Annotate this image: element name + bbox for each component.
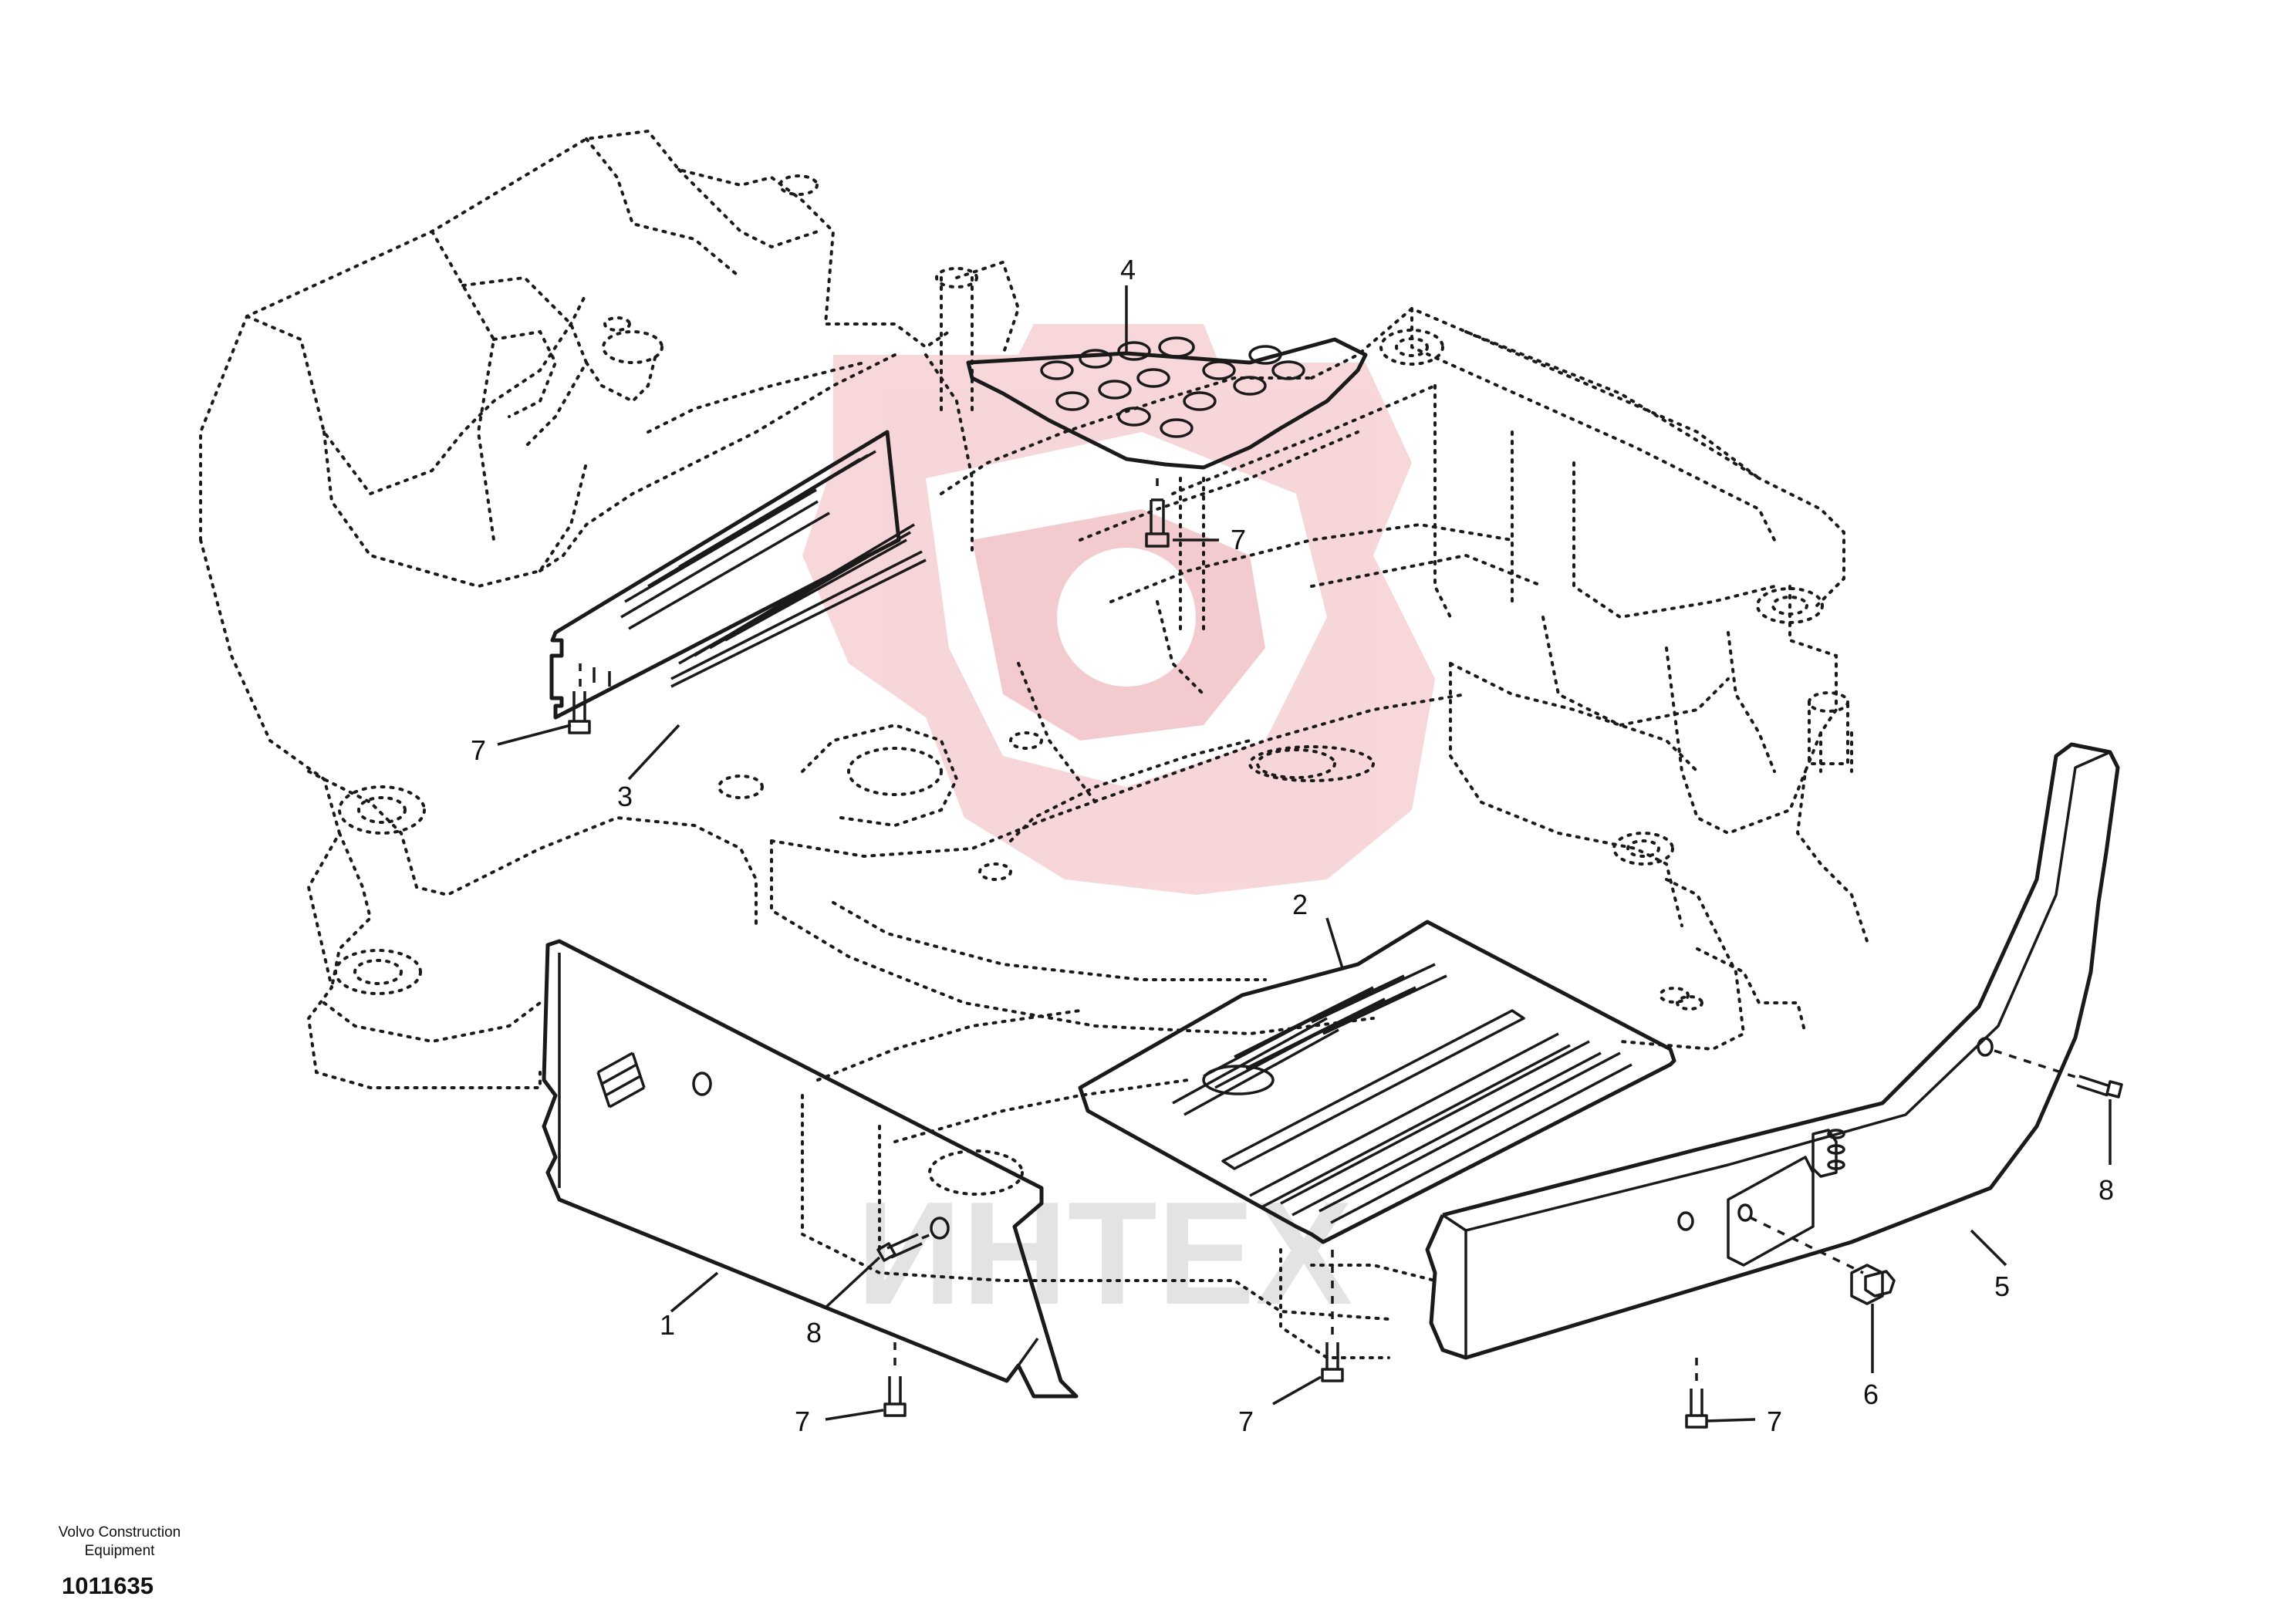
- bolt-7-b: [568, 691, 591, 734]
- part-1-side-cover: [542, 939, 1079, 1399]
- bolt-7-c: [883, 1376, 907, 1417]
- louvre-vent-icon: [596, 1051, 646, 1109]
- callout-7-left: 7: [471, 734, 486, 766]
- bolt-8-b: [2076, 1075, 2123, 1099]
- part-3-slotted-plate: [549, 430, 927, 720]
- callout-7-bottom-center: 7: [1238, 1406, 1254, 1437]
- callout-leaders: [497, 285, 2112, 1423]
- brand-caption: Volvo Construction Equipment: [23, 1524, 216, 1561]
- bolt-7-e: [1685, 1389, 1708, 1429]
- callout-6: 6: [1863, 1379, 1879, 1410]
- drawing-number: 1011635: [62, 1572, 154, 1599]
- callout-4: 4: [1120, 254, 1136, 285]
- callout-5: 5: [1994, 1271, 2010, 1302]
- part-4-perforated-plate: [966, 336, 1368, 470]
- alignment-dashes: [579, 478, 2076, 1385]
- rear-cover-latch-plate: [1727, 1129, 1845, 1267]
- plate-2-slots: [1172, 963, 1633, 1224]
- part-8-bolts: [876, 1075, 2123, 1262]
- watermark-text: ИНТЕХ: [856, 1172, 1352, 1335]
- callout-1: 1: [660, 1309, 675, 1341]
- bolt-7-d: [1321, 1342, 1344, 1382]
- callout-7-bottom-right: 7: [1767, 1406, 1782, 1437]
- callout-labels: 1 2 3 4 5 6 7 7 7 7 7 8 8: [471, 254, 2114, 1437]
- callout-8-right: 8: [2098, 1174, 2114, 1206]
- part-7-bolts: [568, 498, 1708, 1429]
- part-5-rear-cover: [1425, 742, 2120, 1360]
- upper-frame-outline: [199, 129, 1869, 1359]
- callout-8-left: 8: [806, 1317, 822, 1348]
- callout-7-bottom-left: 7: [795, 1406, 810, 1437]
- callout-2: 2: [1292, 889, 1308, 920]
- brand-line-1: Volvo Construction: [58, 1524, 181, 1541]
- callout-7-top: 7: [1231, 524, 1246, 555]
- bolt-7-a: [1145, 498, 1170, 548]
- plate-3-slots: [620, 450, 915, 665]
- part-6-latch: [1850, 1264, 1896, 1305]
- plate-4-holes: [1040, 336, 1305, 438]
- brand-line-2: Equipment: [84, 1543, 155, 1559]
- watermark-logo: [802, 324, 1435, 895]
- part-2-slotted-plate: [1078, 920, 1676, 1244]
- bolt-8-a: [876, 1233, 923, 1262]
- callout-3: 3: [617, 781, 633, 812]
